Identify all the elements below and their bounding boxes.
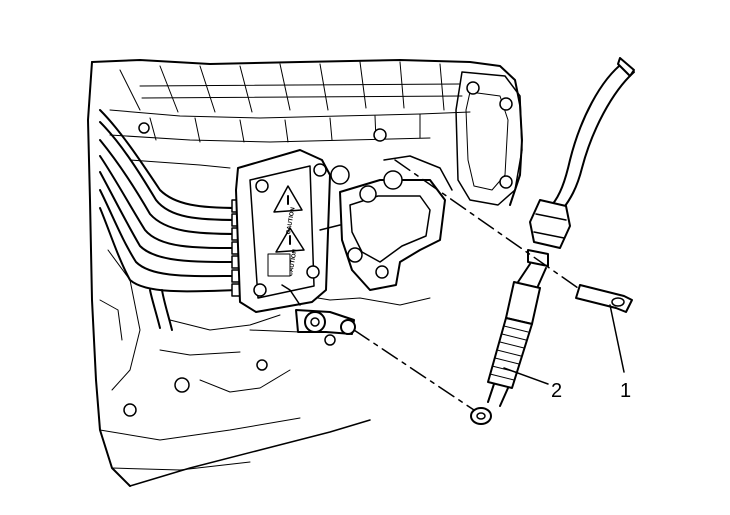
callout-leaders: [503, 304, 625, 385]
caution-label-top: CAUTION: [286, 207, 297, 235]
callout-number-1: 1: [620, 380, 631, 402]
shift-bracket: [319, 155, 453, 291]
control-module: CAUTION CAUTION: [235, 149, 331, 313]
warning-triangle-icon: [275, 227, 305, 253]
selector-lever: [575, 284, 633, 313]
shift-cable: [517, 57, 635, 287]
warning-triangle-icon: [273, 185, 303, 213]
assembly-leader-lines: [353, 159, 579, 411]
wire-harness: [99, 109, 247, 331]
shift-rod: [470, 281, 541, 425]
callout-number-2: 2: [551, 380, 562, 402]
shift-lever: [281, 284, 356, 335]
transmission-case: [87, 59, 523, 487]
caution-label-bottom: CAUTION: [288, 249, 299, 277]
